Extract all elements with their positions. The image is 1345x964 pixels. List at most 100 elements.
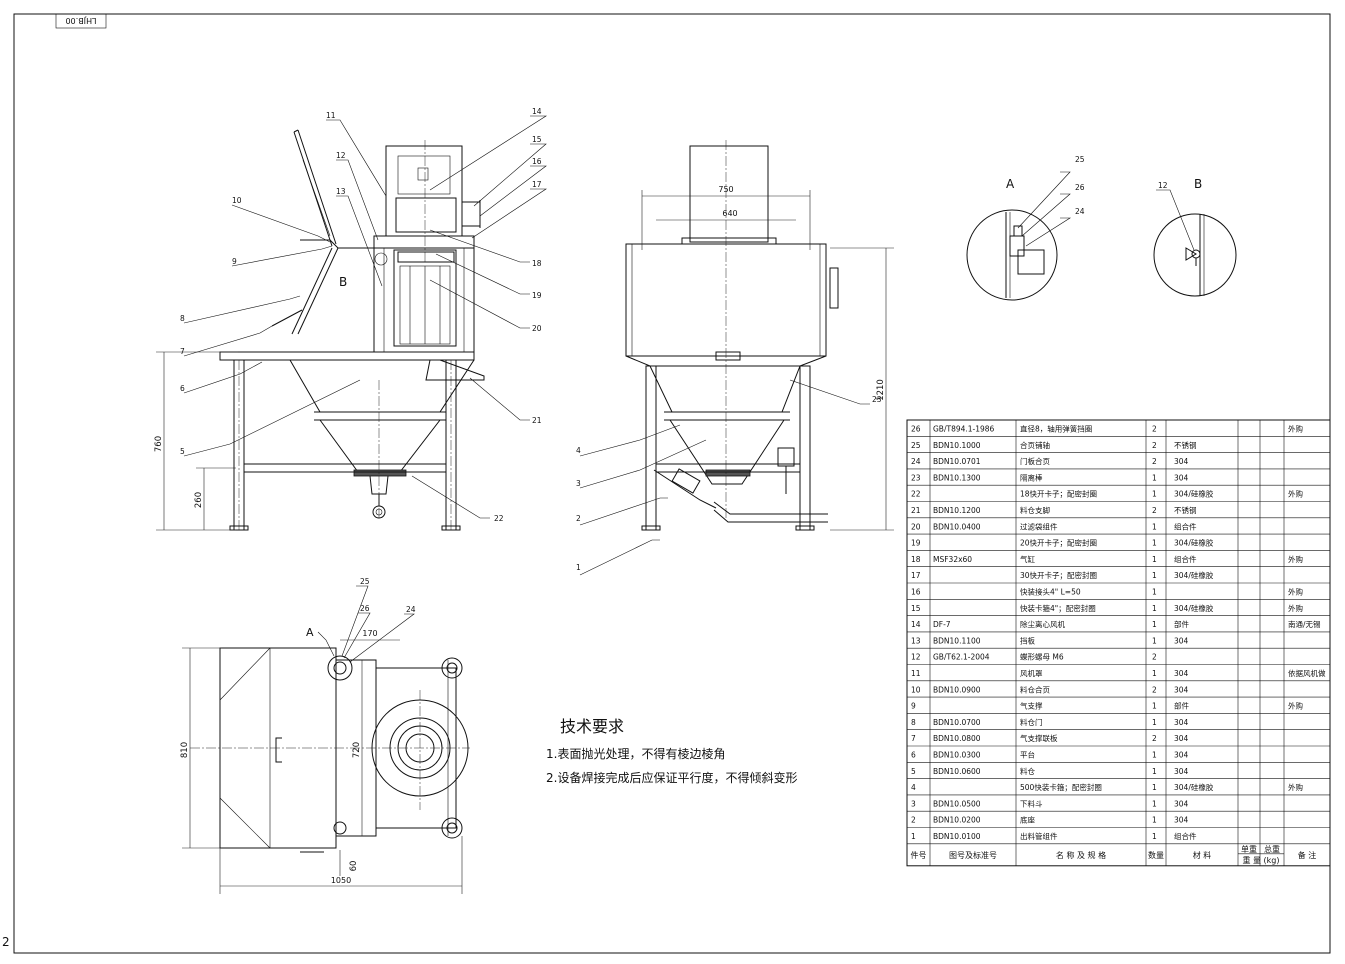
bom-cell: BDN10.1200 (933, 506, 981, 515)
bom-cell: 18 (911, 555, 921, 564)
bom-cell: 组合件 (1174, 521, 1197, 531)
bom-cell: 24 (911, 457, 921, 466)
detail-b-label: B (339, 275, 347, 289)
balloon-8: 8 (180, 314, 185, 323)
bom-cell: BDN10.0701 (933, 457, 981, 466)
bom-cell: 500快装卡箍；配密封圈 (1020, 782, 1102, 792)
gas-spring (297, 129, 337, 245)
fan-cover (385, 145, 463, 237)
balloon-1: 1 (576, 563, 581, 572)
bom-header-weight: 重 量 (kg) (1242, 855, 1279, 865)
balloon-18: 18 (532, 259, 542, 268)
dim-plan-inner: 720 (352, 742, 362, 758)
bom-cell: 2 (1152, 734, 1157, 743)
front-view: 760 260 B (154, 115, 707, 576)
bom-cell: 15 (911, 604, 921, 613)
dim-inner-width: 640 (722, 209, 737, 218)
bom-cell: 1 (1152, 588, 1157, 597)
bom-header-remarks: 备 注 (1298, 850, 1317, 860)
balloon-17: 17 (532, 180, 542, 189)
bom-cell: 304 (1174, 718, 1189, 727)
bom-cell: MSF32x60 (933, 555, 972, 564)
bom-cell: 304 (1174, 473, 1189, 482)
bom-cell: 外购 (1288, 701, 1303, 711)
bom-cell: 快装接头4" L=50 (1020, 587, 1081, 597)
detail-a-balloon-25: 25 (1075, 155, 1085, 164)
bom-cell: BDN10.0100 (933, 832, 981, 841)
bom-cell: 304 (1174, 734, 1189, 743)
bom-header: 名 称 及 规 格 (1056, 850, 1106, 860)
balloon-9: 9 (232, 257, 237, 266)
detail-a-balloon-26: 26 (1075, 183, 1085, 192)
balloon-15: 15 (532, 135, 542, 144)
side-discharge-valve (653, 469, 717, 509)
bom-cell: 304 (1174, 799, 1189, 808)
balloon-5: 5 (180, 447, 185, 456)
bom-cell: 2 (1152, 685, 1157, 694)
detail-b: B 12 (1153, 177, 1237, 297)
balloon-4: 4 (576, 446, 581, 455)
detail-a-view (966, 209, 1058, 301)
balloon-10: 10 (232, 196, 242, 205)
technical-requirements: 技术要求 1.表面抛光处理，不得有棱边棱角 2.设备焊接完成后应保证平行度，不得… (546, 717, 797, 785)
bom-cell: 304/硅橡胶 (1174, 570, 1214, 580)
fan-motor (395, 197, 457, 233)
bom-cell: 不锈钢 (1174, 440, 1197, 450)
bom-cell: 1 (1152, 767, 1157, 776)
bom-cell: 13 (911, 636, 921, 645)
bom-cell: 304/硅橡胶 (1174, 782, 1214, 792)
bom-cell: 4 (911, 783, 916, 792)
bom-cell: 12 (911, 653, 921, 662)
bom-cell: 外购 (1288, 603, 1303, 613)
bom-cell: 气支撑联板 (1020, 733, 1058, 743)
bom-cell: 不锈钢 (1174, 505, 1197, 515)
bom-cell: 20快开卡子；配密封圈 (1020, 538, 1097, 548)
bom-cell: 25 (911, 441, 921, 450)
bom-cell: 26 (911, 425, 921, 434)
bom-cell: 1 (1152, 751, 1157, 760)
bom-cell: BDN10.0800 (933, 734, 981, 743)
bom-cell: 6 (911, 751, 916, 760)
bom-cell: 1 (1152, 522, 1157, 531)
bom-cell: 隔离棒 (1020, 472, 1043, 482)
balloon-16: 16 (532, 157, 542, 166)
bom-cell: 10 (911, 685, 921, 694)
balloon-21: 21 (532, 416, 542, 425)
sheet-index: 2 (2, 935, 10, 949)
side-handle (829, 267, 839, 309)
bom-cell: 304/硅橡胶 (1174, 489, 1214, 499)
bom-cell: 304 (1174, 751, 1189, 760)
bom-cell: 304 (1174, 636, 1189, 645)
bom-cell: 1 (911, 832, 916, 841)
bom-cell: 304/硅橡胶 (1174, 603, 1214, 613)
bom-cell: 1 (1152, 783, 1157, 792)
bom-cell: 蝶形螺母 M6 (1020, 652, 1064, 662)
balloon-19: 19 (532, 291, 542, 300)
balloon-3: 3 (576, 479, 581, 488)
bom-cell: BDN10.0600 (933, 767, 981, 776)
plan-balloon-26: 26 (360, 604, 370, 613)
bom-header: 数量 (1148, 850, 1164, 860)
balloon-6: 6 (180, 384, 185, 393)
detail-b-view (1153, 213, 1237, 297)
bom-cell: 平台 (1020, 750, 1035, 760)
bom-cell: 1 (1152, 571, 1157, 580)
drawing-number-box: LHJB.00 (55, 13, 107, 29)
bom-cell: 3 (911, 799, 916, 808)
bom-cell: 20 (911, 522, 921, 531)
bom-cell: 22 (911, 490, 921, 499)
bom-cell: 2 (1152, 506, 1157, 515)
tech-req-title: 技术要求 (560, 717, 624, 736)
bom-cell: 外购 (1288, 587, 1303, 597)
bom-cell: 1 (1152, 490, 1157, 499)
bom-header-unit-weight: 单重 (1241, 844, 1257, 854)
bom-cell: 21 (911, 506, 921, 515)
balloon-11: 11 (326, 111, 336, 120)
detail-a: A 25 26 24 (966, 155, 1085, 301)
detail-b-circle (374, 252, 388, 266)
bom-cell: 2 (911, 816, 916, 825)
bom-cell: BDN10.0500 (933, 799, 981, 808)
bom-cell: 9 (911, 702, 916, 711)
bom-cell: 2 (1152, 653, 1157, 662)
